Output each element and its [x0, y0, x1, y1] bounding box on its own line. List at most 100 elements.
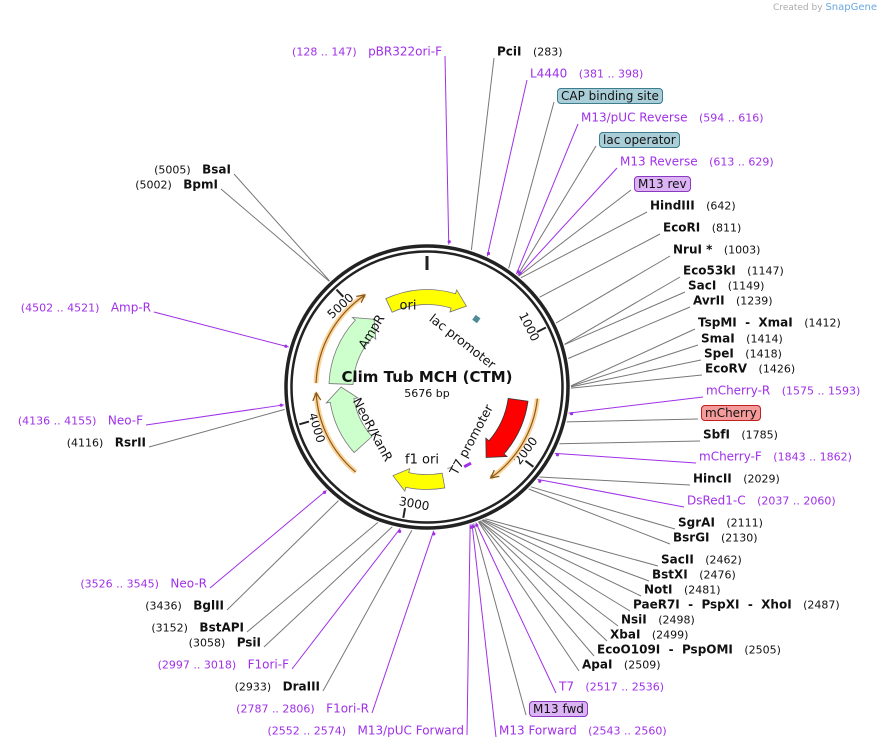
feature-ori[interactable]: [385, 288, 468, 313]
primer-l4440[interactable]: L4440 (381 .. 398): [530, 67, 643, 82]
label-name: mCherry-F: [699, 449, 762, 464]
primer-neo-r[interactable]: (3526 .. 3545) Neo-R: [80, 577, 207, 592]
enzyme-site-bglii[interactable]: (3436) BglII: [145, 599, 224, 614]
label-name: BsaI: [202, 162, 231, 177]
feature-mcherry[interactable]: [485, 397, 529, 458]
enzyme-site-xbai[interactable]: XbaI (2499): [610, 628, 688, 643]
backbone-outer-ring: [284, 244, 570, 530]
enzyme-site-avrii[interactable]: AvrII (1239): [693, 294, 773, 309]
label-position: (283): [532, 45, 563, 59]
leader-lines: [145, 55, 704, 738]
primer-site-mark: [555, 453, 560, 457]
enzyme-site-bstxi[interactable]: BstXI (2476): [652, 568, 736, 583]
orf-neor[interactable]: [315, 392, 357, 473]
feature-label-lac-operator[interactable]: lac operator: [599, 132, 680, 148]
enzyme-site-noti[interactable]: NotI (2481): [644, 583, 721, 598]
tick-5000: [335, 288, 345, 298]
enzyme-site-bpmi[interactable]: (5002) BpmI: [135, 178, 218, 193]
enzyme-site-pcii[interactable]: PciI (283): [497, 45, 563, 60]
label-name: BsrGI: [673, 530, 710, 545]
label-position: (3526 .. 3545): [80, 577, 159, 591]
label-position: (2787 .. 2806): [236, 702, 315, 716]
leader-line: [148, 408, 285, 448]
leader-line: [226, 500, 339, 611]
leader-line: [477, 521, 580, 672]
label-position: (5002): [135, 178, 172, 192]
enzyme-site-eco53ki[interactable]: Eco53kI (1147): [683, 264, 784, 279]
label-position: (2509): [623, 658, 661, 672]
feature-ampr[interactable]: [328, 316, 377, 385]
leader-line: [470, 57, 495, 251]
orf-mcherry[interactable]: [490, 398, 538, 479]
enzyme-site-sgrai[interactable]: SgrAI (2111): [678, 516, 763, 531]
feature-label-mcherry[interactable]: mCherry: [701, 405, 761, 421]
label-position: (613 .. 629): [709, 155, 774, 169]
enzyme-site-bsai[interactable]: (5005) BsaI: [154, 163, 231, 178]
enzyme-site-ecorv[interactable]: EcoRV (1426): [705, 362, 795, 377]
label-name: Eco53kI: [683, 263, 736, 278]
enzyme-site-hincii[interactable]: HincII (2029): [693, 472, 780, 487]
leader-line: [233, 173, 330, 282]
label-name: Neo-R: [170, 576, 207, 591]
primer-mcherry-f[interactable]: mCherry-F (1843 .. 1862): [699, 450, 852, 465]
primer-m13-puc-forward[interactable]: (2552 .. 2574) M13/pUC Forward: [267, 724, 464, 739]
primer-dsred1-c[interactable]: DsRed1-C (2037 .. 2060): [687, 494, 836, 509]
feature-label-m13-rev[interactable]: M13 rev: [634, 176, 691, 192]
label-name: M13 rev: [634, 176, 691, 192]
enzyme-site-sacii[interactable]: SacII (2462): [661, 553, 742, 568]
feature-label-cap-binding-site[interactable]: CAP binding site: [557, 88, 663, 104]
enzyme-site-tspmi-xmai[interactable]: TspMI - XmaI (1412): [698, 316, 841, 331]
primer-amp-r[interactable]: (4502 .. 4521) Amp-R: [21, 301, 151, 316]
label-position: (3152): [151, 621, 188, 635]
enzyme-site-paer7i-pspxi-xhoi[interactable]: PaeR7I - PspXI - XhoI (2487): [633, 598, 840, 613]
enzyme-site-draiii[interactable]: (2933) DraIII: [235, 680, 320, 695]
primer-f1ori-r[interactable]: (2787 .. 2806) F1ori-R: [236, 702, 369, 717]
label-position: (2029): [743, 472, 780, 486]
leader-line: [479, 520, 619, 627]
enzyme-site-nsii[interactable]: NsiI (2498): [621, 613, 695, 628]
orf-ampr[interactable]: [315, 294, 366, 384]
feature-f1-ori[interactable]: [392, 468, 446, 493]
feature-terminator: [447, 466, 454, 469]
enzyme-site-ecori[interactable]: EcoRI (811): [663, 221, 741, 236]
leader-line: [518, 189, 632, 277]
leader-line: [539, 476, 691, 486]
enzyme-site-smai[interactable]: SmaI (1414): [701, 332, 783, 347]
feature-t7-promoter[interactable]: [463, 461, 472, 469]
feature-lac-promoter[interactable]: [472, 314, 481, 324]
primer-site-mark: [486, 251, 491, 256]
primer-mcherry-r[interactable]: mCherry-R (1575 .. 1593): [706, 384, 860, 399]
leader-line: [539, 233, 661, 298]
enzyme-site-hindiii[interactable]: HindIII (642): [650, 199, 736, 214]
enzyme-site-bstapi[interactable]: (3152) BstAPI: [151, 621, 244, 636]
label-position: (811): [711, 221, 742, 235]
leader-line: [508, 101, 555, 269]
leader-line: [486, 79, 528, 257]
leader-line: [570, 328, 696, 387]
enzyme-site-psii[interactable]: (3058) PsiI: [189, 636, 261, 651]
enzyme-site-saci[interactable]: SacI (1149): [688, 279, 764, 294]
primer-t7[interactable]: T7 (2517 .. 2536): [559, 680, 664, 695]
enzyme-site-ecoo109i-pspomi[interactable]: EcoO109I - PspOMI (2505): [597, 643, 781, 658]
label-name: pBR322ori-F: [368, 44, 442, 59]
feature-label-m13-fwd[interactable]: M13 fwd: [529, 701, 588, 717]
enzyme-site-apai[interactable]: ApaI (2509): [582, 658, 660, 673]
enzyme-site-spei[interactable]: SpeI (1418): [704, 347, 782, 362]
leader-line: [555, 255, 671, 324]
primer-f1ori-f[interactable]: (2997 .. 3018) F1ori-F: [158, 658, 289, 673]
primer-m13-reverse[interactable]: M13 Reverse (613 .. 629): [620, 155, 774, 170]
primer-pbr322ori-f[interactable]: (128 .. 147) pBR322ori-F: [292, 45, 442, 60]
enzyme-site-rsrii[interactable]: (4116) RsrII: [67, 436, 146, 451]
leader-line: [570, 344, 699, 387]
primer-site-mark: [569, 412, 574, 416]
primer-m13-forward[interactable]: M13 Forward (2543 .. 2560): [499, 724, 667, 739]
primer-m13-puc-reverse[interactable]: M13/pUC Reverse (594 .. 616): [581, 111, 764, 126]
feature-neor-kanr[interactable]: [325, 386, 373, 454]
enzyme-site-nrui[interactable]: NruI * (1003): [673, 243, 760, 258]
primer-neo-f[interactable]: (4136 .. 4155) Neo-F: [18, 414, 143, 429]
enzyme-site-sbfi[interactable]: SbfI (1785): [703, 428, 778, 443]
snapgene-logo: SnapGene: [825, 2, 877, 13]
tick-2000: [524, 459, 535, 468]
enzyme-site-bsrgi[interactable]: BsrGI (2130): [673, 531, 758, 546]
